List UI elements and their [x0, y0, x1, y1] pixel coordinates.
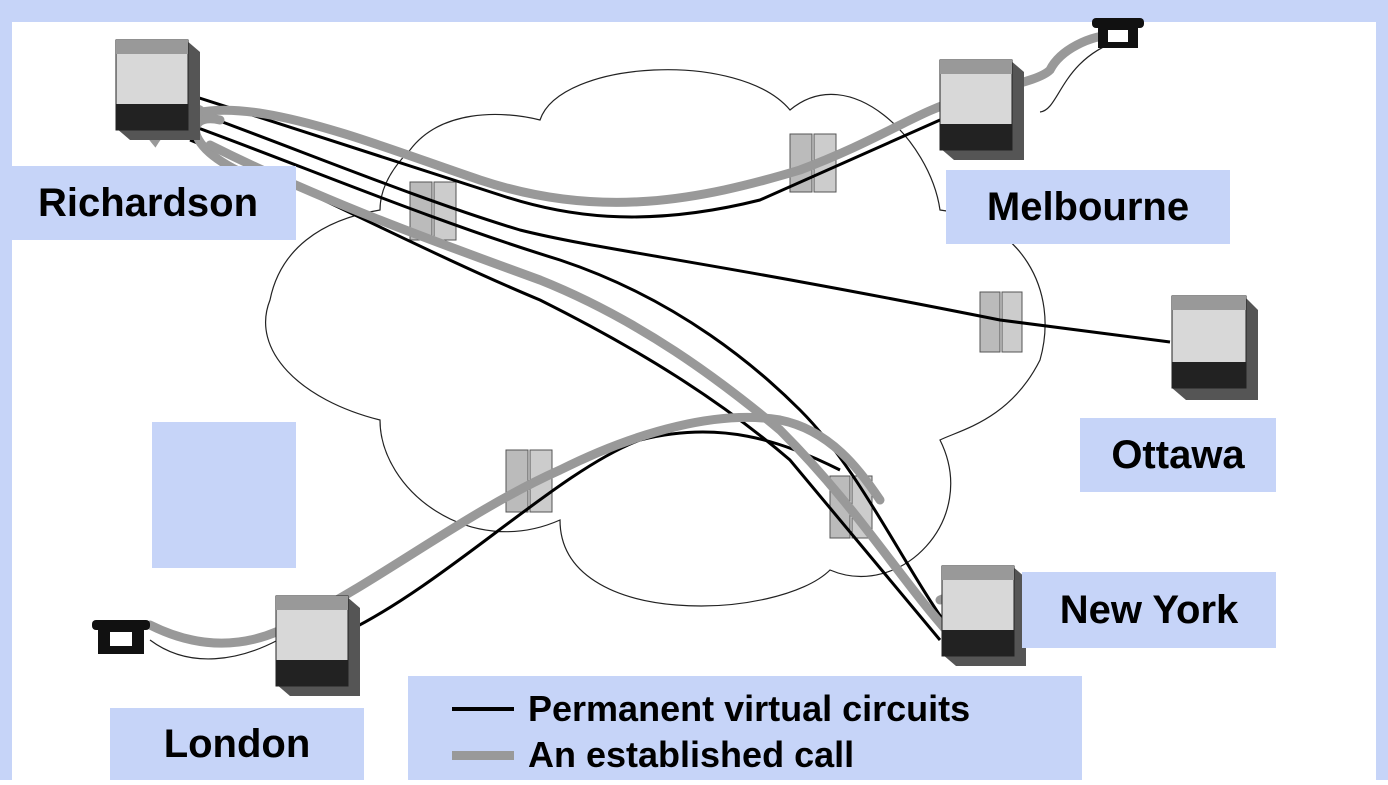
- label-london: London: [110, 708, 364, 780]
- decorative-block: [152, 422, 296, 568]
- legend: Permanent virtual circuits An establishe…: [408, 676, 1082, 780]
- legend-label-pvc: Permanent virtual circuits: [528, 688, 971, 729]
- pvc-lines: [189, 93, 1171, 641]
- telephone-icon: [1092, 18, 1144, 48]
- left-band: [0, 0, 12, 780]
- telephone-icon: [92, 620, 150, 654]
- call-line-swatch: [452, 750, 514, 760]
- legend-item-call: An established call: [452, 734, 854, 776]
- phone-wire: [1039, 39, 1121, 113]
- top-band: [0, 0, 1388, 22]
- legend-label-call: An established call: [528, 734, 855, 775]
- label-ottawa: Ottawa: [1080, 418, 1276, 492]
- phone-wire: [149, 639, 279, 660]
- label-new-york: New York: [1022, 572, 1276, 648]
- network-cloud: [265, 69, 1046, 607]
- label-melbourne: Melbourne: [946, 170, 1230, 244]
- pvc-line-swatch: [452, 707, 514, 711]
- pbx-icon-richardson: [115, 39, 200, 140]
- right-band: [1376, 0, 1388, 780]
- pbx-icon-london: [275, 595, 360, 696]
- label-richardson: Richardson: [0, 166, 296, 240]
- pbx-icon-melbourne: [939, 59, 1024, 160]
- legend-item-pvc: Permanent virtual circuits: [452, 688, 970, 730]
- pbx-icon-new-york: [941, 565, 1026, 666]
- pbx-icon-ottawa: [1171, 295, 1258, 400]
